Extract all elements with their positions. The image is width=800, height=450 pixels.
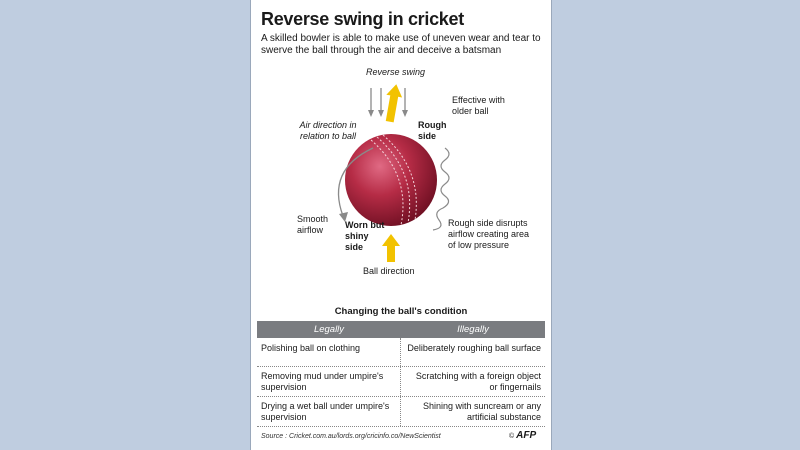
copyright-symbol: © <box>509 433 515 440</box>
table-title: Changing the ball's condition <box>334 306 468 317</box>
header-illegally: Illegally <box>457 324 489 335</box>
air-direction-label: Air direction in relation to ball <box>299 120 357 141</box>
table-cell: Deliberately roughing ball surface <box>407 343 541 353</box>
afp-logo-text: AFP <box>516 430 537 441</box>
row-divider <box>257 396 545 397</box>
table-cell: Scratching with a foreign object or fing… <box>415 371 541 392</box>
rough-disrupts-label: Rough side disrupts airflow creating are… <box>448 218 530 250</box>
cricket-ball <box>345 134 437 226</box>
row-divider <box>257 426 545 427</box>
header-legally: Legally <box>313 324 345 335</box>
ball-direction-arrow <box>382 234 400 262</box>
air-direction-arrow <box>337 147 374 217</box>
ball-direction-label: Ball direction <box>363 266 415 276</box>
column-divider <box>400 338 401 426</box>
infographic-card: Reverse swing in cricket A skilled bowle… <box>250 0 552 450</box>
table-header: Legally Illegally <box>257 321 545 338</box>
reverse-swing-label: Reverse swing <box>366 67 426 77</box>
worn-side-label: Worn but shiny side <box>345 220 385 252</box>
row-divider <box>257 366 545 367</box>
source-note: Source : Cricket.com.au/lords.org/cricin… <box>261 433 441 440</box>
page-title: Reverse swing in cricket <box>261 9 464 29</box>
afp-logo: ©AFP <box>509 430 536 441</box>
swing-diagram <box>337 84 450 262</box>
effective-label: Effective with older ball <box>452 95 505 116</box>
turbulent-airflow <box>432 147 450 231</box>
swing-arrow <box>385 84 403 123</box>
air-arrows <box>368 88 408 117</box>
subtitle: A skilled bowler is able to make use of … <box>261 33 541 56</box>
table-cell: Shining with suncream or any artificial … <box>422 401 541 422</box>
table-cell: Polishing ball on clothing <box>261 343 361 353</box>
ball-seam <box>370 134 417 226</box>
table-cell: Drying a wet ball under umpire's supervi… <box>261 401 390 422</box>
rough-side-label: Rough side <box>418 120 447 141</box>
smooth-airflow-label: Smooth airflow <box>297 214 329 235</box>
table-cell: Removing mud under umpire's supervision <box>261 371 384 392</box>
